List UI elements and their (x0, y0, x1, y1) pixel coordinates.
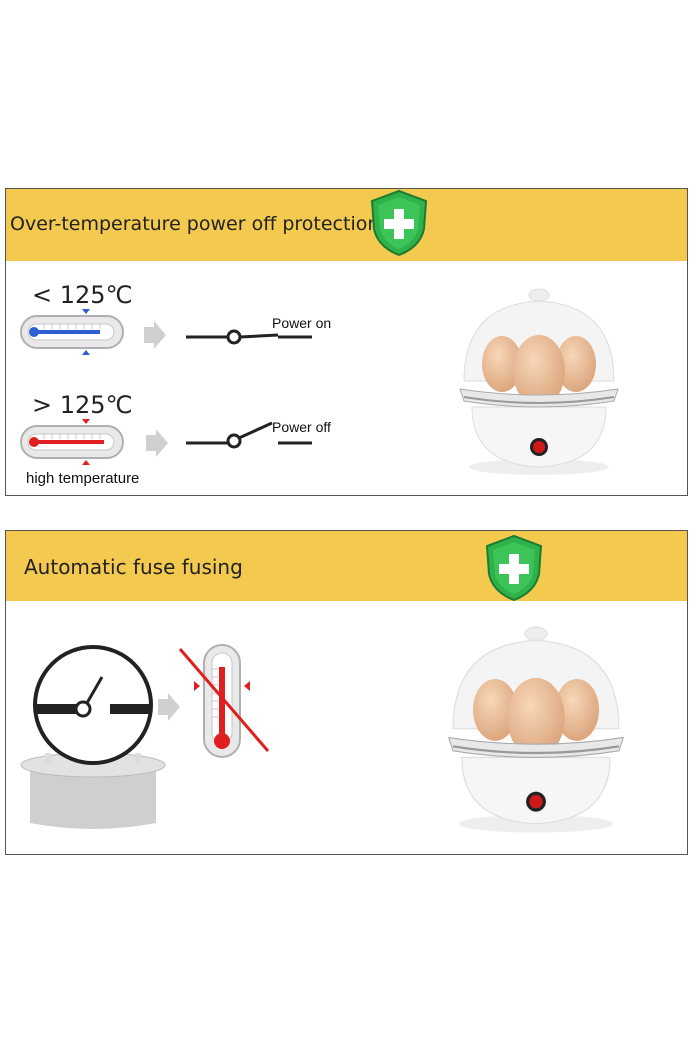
condition-below-label: < 125℃ (32, 281, 133, 309)
power-on-label: Power on (272, 315, 332, 331)
power-off-label: Power off (272, 419, 331, 435)
fuse-banner (6, 531, 687, 601)
shield-plus-icon (370, 189, 428, 257)
arrow-right-icon (146, 429, 168, 457)
hot-thermometer-icon (20, 419, 124, 465)
over-temperature-panel: Over-temperature power off protection < … (5, 188, 688, 496)
high-temperature-note: high temperature (26, 470, 140, 487)
condition-above-label: > 125℃ (32, 391, 133, 419)
egg-cooker-image (447, 626, 625, 833)
arrow-right-icon (144, 321, 166, 349)
fuse-title: Automatic fuse fusing (24, 555, 243, 579)
arrow-right-icon (158, 693, 180, 721)
pressure-gauge-icon (20, 645, 166, 829)
egg-cooker-image (459, 288, 619, 475)
over-temperature-banner (6, 189, 687, 261)
cold-thermometer-icon (20, 309, 124, 355)
over-temperature-title: Over-temperature power off protection (10, 213, 380, 235)
shield-plus-icon (485, 534, 543, 602)
crossed-thermometer-icon (178, 644, 270, 758)
fuse-panel: Automatic fuse fusing (5, 530, 688, 855)
switch-closed-icon (186, 329, 312, 345)
switch-open-icon (186, 421, 312, 449)
